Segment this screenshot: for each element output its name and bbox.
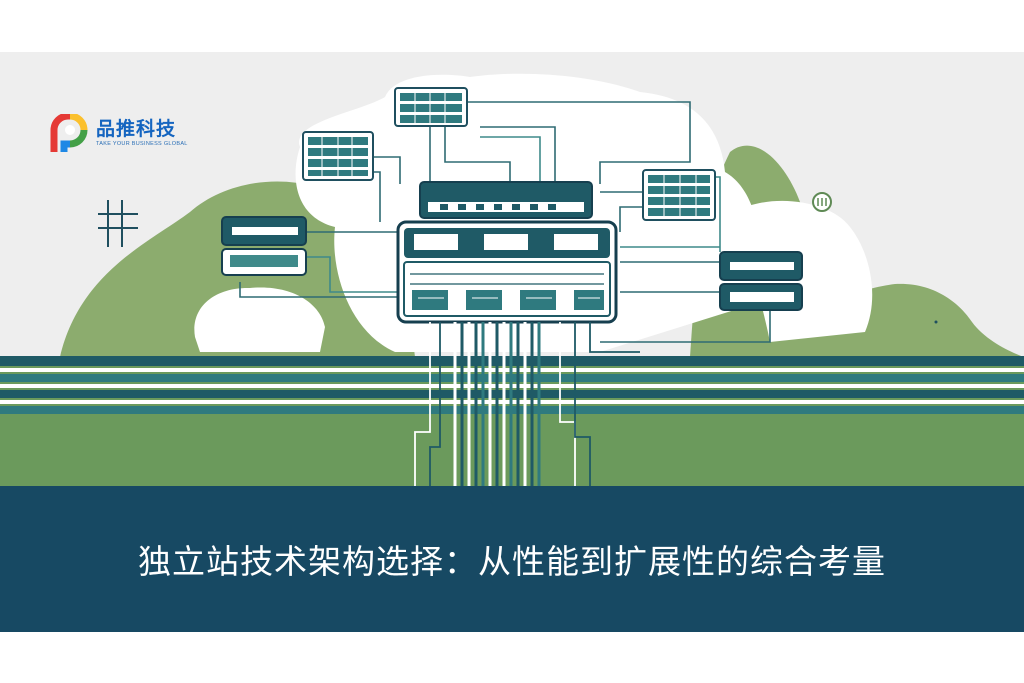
connector-lines xyxy=(239,101,771,343)
server-rack-left xyxy=(302,131,374,181)
server-architecture-illustration xyxy=(0,73,1024,486)
network-switch xyxy=(419,181,593,219)
main-server xyxy=(396,220,618,324)
hero-banner: 品推科技 TAKE YOUR BUSINESS GLOBAL 独立站技术架构选择… xyxy=(0,52,1024,632)
brand-logo: 品推科技 TAKE YOUR BUSINESS GLOBAL xyxy=(50,114,188,154)
cable-trunk xyxy=(453,322,541,486)
cable-branches xyxy=(414,322,640,486)
round-badge-icon xyxy=(812,192,832,212)
device-left xyxy=(221,216,307,276)
cloud-left-small xyxy=(194,287,325,352)
pm-logo-icon xyxy=(50,114,88,152)
dot xyxy=(934,320,938,324)
hash-mark-icon xyxy=(98,200,138,247)
title-banner: 独立站技术架构选择：从性能到扩展性的综合考量 xyxy=(0,486,1024,632)
page-title: 独立站技术架构选择：从性能到扩展性的综合考量 xyxy=(138,542,886,581)
device-right xyxy=(719,251,803,311)
server-rack-top xyxy=(394,87,468,127)
brand-name: 品推科技 xyxy=(96,118,177,141)
server-rack-right xyxy=(642,169,716,221)
brand-tagline: TAKE YOUR BUSINESS GLOBAL xyxy=(96,141,188,148)
